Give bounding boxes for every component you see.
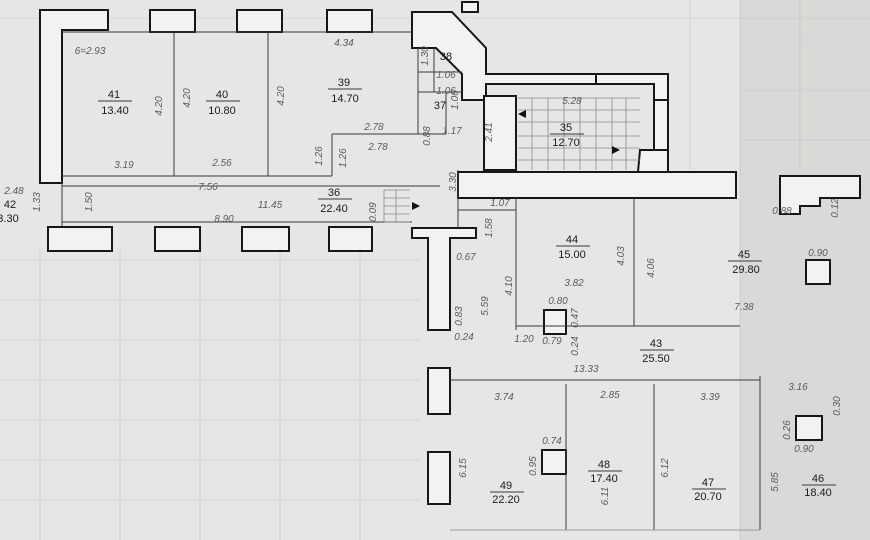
dim-label: 3.74 xyxy=(494,392,514,403)
dim-label: 4.20 xyxy=(154,96,165,116)
dim-label: 5.59 xyxy=(480,296,491,316)
dim-label: 7.56 xyxy=(198,182,218,193)
dim-label: 1.06 xyxy=(436,70,456,81)
dim-label: 1.26 xyxy=(314,146,325,166)
dim-label: 4.10 xyxy=(504,276,515,296)
room-44-area: 15.00 xyxy=(558,249,586,261)
dimension-labels: 6=2.93 4.20 4.20 4.20 4.34 1.30 1.06 1.0… xyxy=(3,38,843,505)
stairs-corridor xyxy=(383,189,420,223)
dim-label: 2.78 xyxy=(367,142,388,153)
dim-label: 0.80 xyxy=(548,296,568,307)
dim-label: 4.03 xyxy=(616,246,627,266)
room-41-area: 13.40 xyxy=(101,105,129,117)
dim-label: 6.11 xyxy=(600,487,611,506)
room-38-number: 38 xyxy=(440,51,452,63)
room-44-number: 44 xyxy=(566,234,578,246)
dim-label: 6.12 xyxy=(660,458,671,478)
dim-label: 7.38 xyxy=(734,302,754,313)
dim-label: 0.88 xyxy=(772,206,792,217)
room-40-area: 10.80 xyxy=(208,105,236,117)
room-36-number: 36 xyxy=(328,187,340,199)
room-35-area: 12.70 xyxy=(552,137,580,149)
dim-label: 4.06 xyxy=(646,258,657,278)
dim-label: 1.30 xyxy=(420,46,431,66)
dim-label: 3.16 xyxy=(788,382,808,393)
dim-label: 3.39 xyxy=(700,392,720,403)
dim-label: 0.09 xyxy=(368,202,379,222)
dim-label: 0.79 xyxy=(542,336,562,347)
dim-label: 1.06 xyxy=(436,86,456,97)
dim-label: 6.15 xyxy=(458,458,469,478)
room-48-area: 17.40 xyxy=(590,473,618,485)
stairs-upper-right xyxy=(518,97,640,170)
walls-upper-block xyxy=(39,1,861,505)
dim-label: 13.33 xyxy=(573,364,598,375)
dim-label: 0.90 xyxy=(794,444,814,455)
dim-label: 4.34 xyxy=(334,38,354,49)
dim-label: 3.30 xyxy=(448,172,459,192)
dim-label: 6=2.93 xyxy=(75,46,106,57)
dim-label: 2.78 xyxy=(363,122,384,133)
partitions xyxy=(61,31,761,531)
room-43-area: 25.50 xyxy=(642,353,670,365)
dim-label: 0.47 xyxy=(570,308,581,328)
room-43-number: 43 xyxy=(650,338,662,350)
dim-label: 0.74 xyxy=(542,436,562,447)
room-42-number: 42 xyxy=(4,199,16,211)
dim-label: 0.88 xyxy=(422,126,433,146)
dim-label: 0.26 xyxy=(782,420,793,440)
dim-label: 1.26 xyxy=(338,148,349,168)
room-36-area: 22.40 xyxy=(320,203,348,215)
room-47-area: 20.70 xyxy=(694,491,722,503)
dim-label: 2.41 xyxy=(484,122,495,142)
room-46-area: 18.40 xyxy=(804,487,832,499)
room-39-area: 14.70 xyxy=(331,93,359,105)
room-48-number: 48 xyxy=(598,459,610,471)
dim-label: 1.33 xyxy=(32,192,43,212)
dim-label: 0.30 xyxy=(832,396,843,416)
room-46-number: 46 xyxy=(812,473,824,485)
dim-label: 0.95 xyxy=(528,456,539,476)
dim-label: 1.07 xyxy=(490,198,510,209)
dim-label: 1.50 xyxy=(84,192,95,212)
dim-label: 0.24 xyxy=(570,336,581,356)
room-37-number: 37 xyxy=(434,100,446,112)
dim-label: 5.85 xyxy=(770,472,781,492)
dim-label: 1.17 xyxy=(442,126,462,137)
room-42-area: 3.30 xyxy=(0,213,19,225)
dim-label: 2.85 xyxy=(599,390,620,401)
room-39-number: 39 xyxy=(338,77,350,89)
room-35-number: 35 xyxy=(560,122,572,134)
room-labels: 41 13.40 40 10.80 39 14.70 38 37 35 12.7… xyxy=(0,51,836,506)
dim-label: 0.67 xyxy=(456,252,476,263)
room-40-number: 40 xyxy=(216,89,228,101)
dim-label: 0.24 xyxy=(454,332,474,343)
room-49-area: 22.20 xyxy=(492,494,520,506)
dim-label: 1.58 xyxy=(484,218,495,238)
dim-label: 0.12 xyxy=(830,198,841,218)
room-45-number: 45 xyxy=(738,249,750,261)
dim-label: 5.28 xyxy=(562,96,582,107)
dim-label: 2.56 xyxy=(211,158,232,169)
dim-label: 11.45 xyxy=(258,200,283,211)
room-45-area: 29.80 xyxy=(732,264,760,276)
room-41-number: 41 xyxy=(108,89,120,101)
dim-label: 8.90 xyxy=(214,214,234,225)
dim-label: 1.06 xyxy=(450,90,461,110)
dim-label: 1.20 xyxy=(514,334,534,345)
dim-label: 4.20 xyxy=(182,88,193,108)
dim-label: 2.48 xyxy=(3,186,24,197)
room-49-number: 49 xyxy=(500,480,512,492)
dim-label: 3.19 xyxy=(114,160,134,171)
dim-label: 0.90 xyxy=(808,248,828,259)
dim-label: 4.20 xyxy=(276,86,287,106)
room-47-number: 47 xyxy=(702,477,714,489)
dim-label: 0.83 xyxy=(454,306,465,326)
dim-label: 3.82 xyxy=(564,278,584,289)
